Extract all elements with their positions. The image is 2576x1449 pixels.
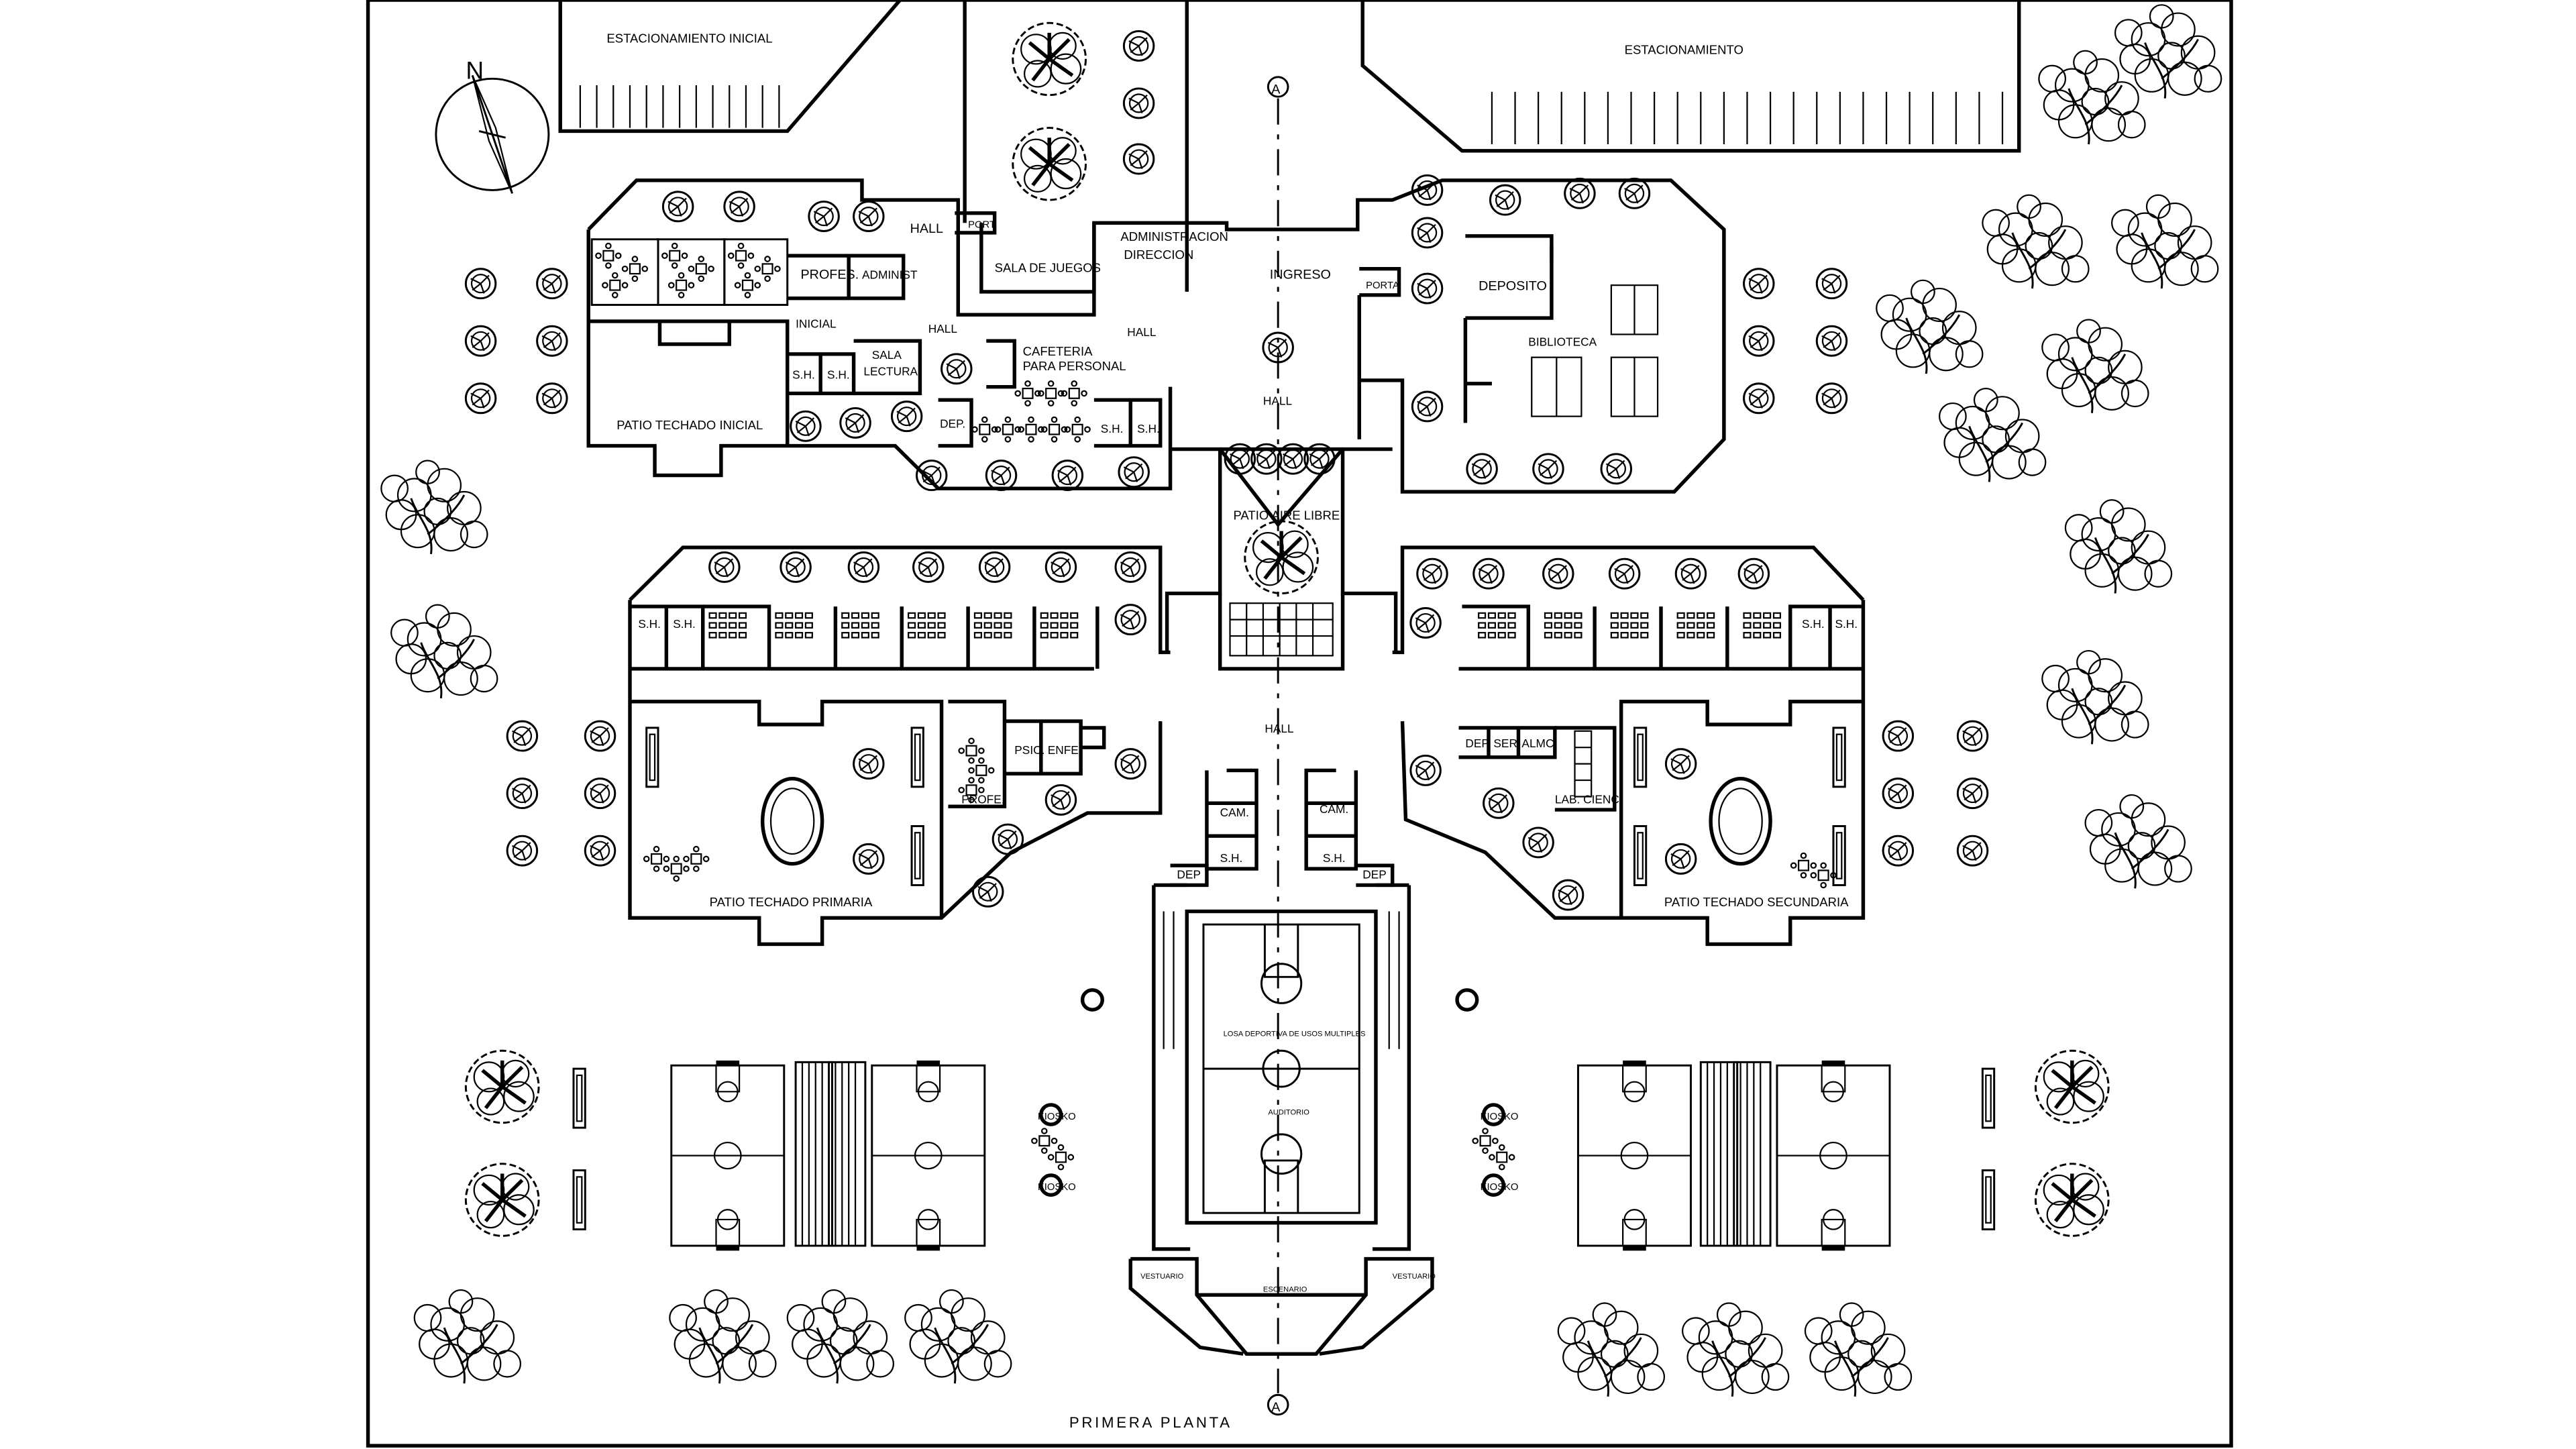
parking-left-label: ESTACIONAMIENTO INICIAL: [606, 32, 772, 46]
room-label-sh-top-mid-2: S.H.: [1137, 422, 1160, 435]
room-label-direccion: DIRECCION: [1124, 248, 1193, 262]
room-label-cafeteria: CAFETERIA: [1023, 344, 1093, 358]
room-label-profe: PROFE.: [961, 792, 1004, 806]
multi-use-sports-slab: [1152, 883, 1411, 1251]
kiosk-icon-group: [1031, 988, 1515, 1197]
room-label-para-personal: PARA PERSONAL: [1023, 359, 1126, 373]
room-label-profes: PROFES.: [801, 267, 859, 282]
north-label: N: [466, 56, 484, 84]
room-label-biblioteca: BIBLIOTECA: [1528, 335, 1597, 349]
room-label-dep-right: DEP: [1465, 737, 1489, 750]
room-label-lab-cienc: LAB. CIENC.: [1555, 792, 1623, 806]
room-label-hall-top-left: HALL: [910, 221, 943, 236]
axis-label-bottom: A: [1271, 1400, 1281, 1415]
entrance-road: [963, 0, 1189, 223]
label-losa-deportiva: LOSA DEPORTIVA DE USOS MULTIPLES: [1224, 1030, 1366, 1038]
parking-left: ESTACIONAMIENTO INICIAL: [558, 0, 902, 133]
room-label-ser: SER.: [1493, 737, 1520, 750]
room-label-administ: ADMINIST: [862, 268, 918, 281]
room-label-sh-right-wing-2: S.H.: [1835, 617, 1858, 631]
room-label-dep-top: DEP.: [940, 417, 965, 431]
left-classroom-wing: [628, 545, 1171, 947]
label-vestuario-left: VESTUARIO: [1140, 1273, 1184, 1281]
label-kiosko-left-2: KIOSKO: [1038, 1182, 1076, 1193]
room-label-patio-primaria: PATIO TECHADO PRIMARIA: [710, 895, 873, 909]
lab-benches: [1574, 730, 1593, 798]
room-label-lectura: LECTURA: [863, 365, 918, 378]
room-label-dep-spine-right: DEP: [1362, 868, 1387, 881]
room-label-hall-center: HALL: [1263, 394, 1292, 408]
section-axis: A A: [1267, 76, 1289, 1416]
drawing-title: PRIMERA PLANTA: [1069, 1414, 1232, 1431]
right-classroom-seats: [1479, 613, 1780, 638]
north-arrow-icon: N: [435, 56, 550, 194]
room-label-dep-spine-left: DEP: [1177, 868, 1201, 881]
room-label-sh-spine-left: S.H.: [1220, 851, 1243, 865]
planter-oval: [760, 776, 1772, 866]
cafeteria-tables: [971, 380, 1091, 443]
initial-classroom-tables: [590, 238, 789, 306]
room-label-hall-left: HALL: [928, 322, 957, 335]
label-auditorio: AUDITORIO: [1268, 1109, 1309, 1117]
parking-right-label: ESTACIONAMIENTO: [1625, 43, 1743, 57]
room-label-hall-mid: HALL: [1127, 325, 1156, 339]
sports-courts-left: [572, 1059, 986, 1252]
room-label-cam-left: CAM.: [1220, 806, 1249, 819]
parking-right: ESTACIONAMIENTO: [1360, 0, 2021, 153]
room-label-sh-spine-right: S.H.: [1323, 851, 1346, 865]
label-vestuario-right: VESTUARIO: [1393, 1273, 1436, 1281]
dark-tree-icon-group: [466, 1051, 2108, 1236]
room-label-sala-juegos: SALA DE JUEGOS: [995, 261, 1101, 275]
room-label-sh-left-2: S.H.: [827, 368, 850, 382]
axis-label-top: A: [1271, 82, 1281, 97]
room-label-cam-right: CAM.: [1320, 802, 1348, 816]
library-tables: [1531, 284, 1659, 417]
room-label-almc: ALMC: [1521, 737, 1554, 750]
room-label-hall-spine: HALL: [1265, 722, 1293, 735]
label-kiosko-right-2: KIOSKO: [1481, 1182, 1519, 1193]
room-label-inicial: INICIAL: [796, 317, 837, 331]
feature-tree-icon-group: [1013, 23, 1086, 200]
room-label-sh-right-wing-1: S.H.: [1802, 617, 1825, 631]
room-label-administracion: ADMINISTRACION: [1120, 229, 1228, 244]
label-kiosko-right-1: KIOSKO: [1481, 1112, 1519, 1122]
room-label-patio-aire-libre: PATIO AIRE LIBRE: [1233, 508, 1340, 523]
room-label-ingreso: INGRESO: [1270, 267, 1331, 282]
room-label-sh-left-wing-1: S.H.: [638, 617, 661, 631]
room-label-sala: SALA: [872, 348, 902, 362]
stage: [1128, 1256, 1434, 1356]
room-label-port: PORT.: [968, 220, 997, 231]
room-label-patio-inicial: PATIO TECHADO INICIAL: [616, 418, 763, 432]
patio-seating: [1229, 602, 1334, 657]
site-boundary: [366, 0, 2233, 1448]
room-label-patio-secundaria: PATIO TECHADO SECUNDARIA: [1664, 895, 1849, 909]
top-block-walls: [586, 178, 1726, 494]
room-label-sh-left-1: S.H.: [792, 368, 815, 382]
right-classroom-wing: [1392, 545, 1866, 947]
room-label-sh-top-mid-1: S.H.: [1101, 422, 1124, 435]
room-label-deposito: DEPOSITO: [1479, 279, 1547, 294]
room-label-psic: PSIC.: [1014, 743, 1044, 757]
label-escenario: ESCENARIO: [1263, 1285, 1307, 1293]
room-label-enfe: ENFE.: [1048, 743, 1082, 757]
label-kiosko-left-1: KIOSKO: [1038, 1112, 1076, 1122]
sports-courts-right: [1576, 1059, 1996, 1252]
room-label-porta: PORTA: [1366, 280, 1399, 291]
room-label-sh-left-wing-2: S.H.: [673, 617, 696, 631]
